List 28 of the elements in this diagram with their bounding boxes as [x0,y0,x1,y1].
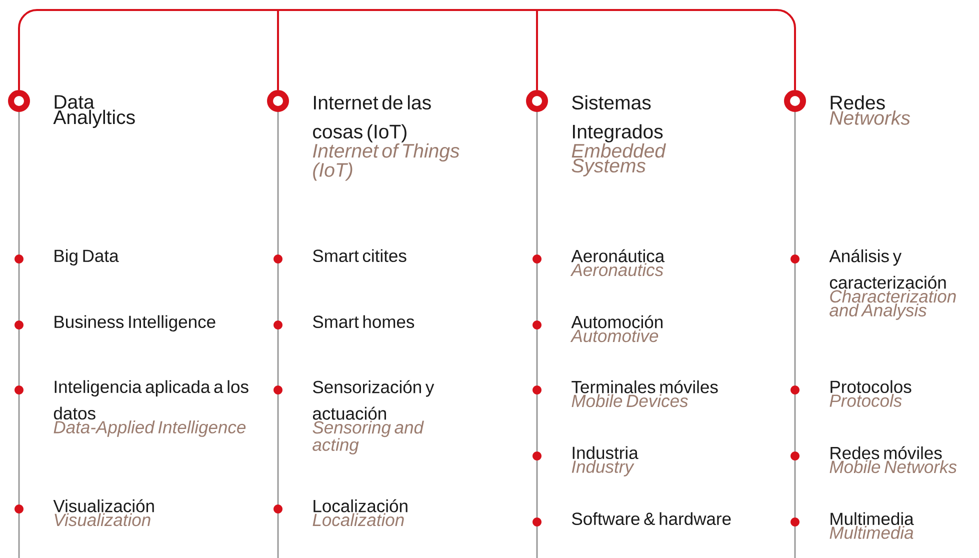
list-item: Sensorización y actuación Sensoring and acting [312,380,434,454]
list-item: Inteligencia aplicada a los datos Data-Applied Intelligence [54,380,248,437]
node-marker [267,90,289,112]
list-item: Visualización Visualization [53,499,154,526]
list-item: Aeronáutica Aeronautics [570,249,665,276]
category-heading: Sistemas Integrados Embedded Systems [572,95,666,176]
category-heading: Internet de las cosas (IoT) Internet of Things (IoT) [312,95,460,181]
list-item: Big Data [54,249,119,266]
list-item: Software & hardware [572,512,731,526]
list-item: Business Intelligence [54,315,216,332]
node-marker [526,90,548,112]
node-marker [784,90,806,112]
category-heading: Redes Networks [830,95,910,125]
list-item: Industria Industry [572,446,638,476]
list-item: Automoción Automotive [570,315,662,342]
bracket-connector [277,9,538,90]
list-item: Terminales móviles Mobile Devices [572,380,718,408]
list-item: Smart citites [313,249,406,262]
list-item: Smart homes [313,315,414,328]
bracket-connector [536,9,796,90]
bracket-connector [18,9,279,90]
list-item: Protocolos Protocols [830,380,912,407]
list-item: Análisis y caracterización Characterization and Analysis [829,249,956,320]
node-marker [8,90,30,112]
list-item: Localización Localization [312,499,408,526]
category-heading: Data Analyltics [53,95,135,128]
list-item: Multimedia Multimedia [830,512,914,539]
list-item: Redes móviles Mobile Networks [830,446,957,474]
